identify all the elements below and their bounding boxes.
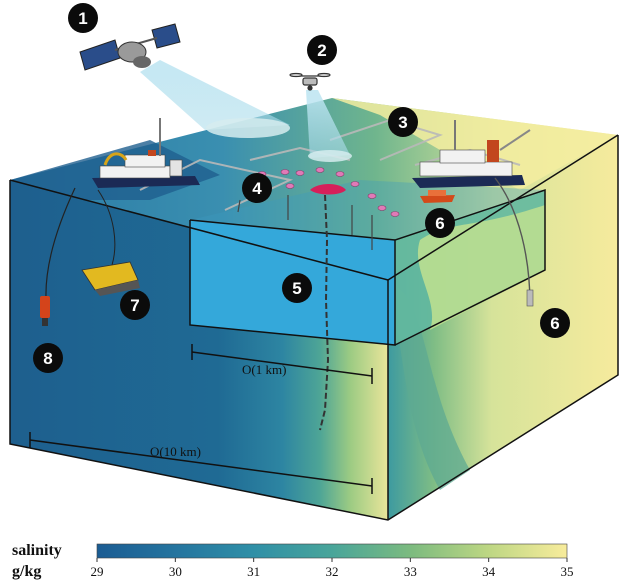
colorbar-tick-label: 30 bbox=[169, 564, 182, 579]
marker-7: 7 bbox=[120, 290, 150, 320]
satellite-footprint bbox=[206, 118, 290, 138]
ship-right-icon bbox=[412, 120, 531, 188]
outer-scale-bar bbox=[29, 432, 373, 494]
right-mooring-sensor bbox=[526, 289, 534, 307]
colorbar-tick-label: 32 bbox=[326, 564, 339, 579]
colorbar-label-salinity: salinity bbox=[12, 542, 62, 559]
drifter-ring bbox=[243, 167, 400, 217]
block-outline bbox=[9, 134, 619, 521]
inner-scale-label: O(1 km) bbox=[242, 362, 286, 377]
marker-5: 5 bbox=[282, 273, 312, 303]
colorbar-tick-label: 31 bbox=[247, 564, 260, 579]
glider-icon bbox=[81, 261, 140, 296]
profiler-chain bbox=[319, 194, 330, 431]
glider-cable bbox=[97, 189, 116, 266]
central-float-icon bbox=[310, 184, 346, 195]
svg-text:8: 8 bbox=[43, 349, 52, 368]
svg-text:5: 5 bbox=[292, 279, 301, 298]
inner-moorings bbox=[237, 195, 373, 250]
marker-6-mooring: 6 bbox=[540, 308, 570, 338]
satellite-beam bbox=[140, 60, 290, 130]
outer-scale-label: O(10 km) bbox=[150, 444, 201, 459]
inner-box-top bbox=[190, 180, 545, 240]
inner-side-fresh bbox=[417, 205, 545, 330]
colorbar-tick-label: 33 bbox=[404, 564, 417, 579]
ship-left-icon bbox=[92, 118, 200, 188]
colorbar-tick-label: 34 bbox=[482, 564, 496, 579]
marker-4: 4 bbox=[242, 173, 272, 203]
ctd-probe-icon bbox=[40, 296, 50, 326]
svg-text:6: 6 bbox=[550, 314, 559, 333]
svg-text:6: 6 bbox=[435, 214, 444, 233]
colorbar-ticks: 29 30 31 32 33 34 35 bbox=[91, 558, 574, 579]
marker-8: 8 bbox=[33, 343, 63, 373]
colorbar-label-units: g/kg bbox=[12, 563, 41, 580]
drone-beam bbox=[306, 90, 350, 158]
svg-text:1: 1 bbox=[78, 9, 87, 28]
marker-2: 2 bbox=[307, 35, 337, 65]
svg-text:2: 2 bbox=[317, 41, 326, 60]
drone-footprint bbox=[308, 150, 352, 162]
svg-text:4: 4 bbox=[252, 179, 262, 198]
inner-box-top-edge bbox=[189, 219, 396, 241]
marker-6-boat: 6 bbox=[425, 208, 455, 238]
marker-3: 3 bbox=[388, 107, 418, 137]
svg-text:3: 3 bbox=[398, 113, 407, 132]
ctd-cable bbox=[45, 187, 76, 299]
marker-1: 1 bbox=[68, 3, 98, 33]
inner-scale-bar bbox=[191, 344, 373, 384]
drone-icon bbox=[289, 72, 331, 91]
svg-text:7: 7 bbox=[130, 296, 139, 315]
colorbar-tick-label: 35 bbox=[561, 564, 574, 579]
salinity-colorbar bbox=[96, 543, 568, 559]
colorbar-tick-label: 29 bbox=[91, 564, 104, 579]
satellite-icon bbox=[79, 23, 181, 71]
small-boat-icon bbox=[420, 190, 455, 203]
